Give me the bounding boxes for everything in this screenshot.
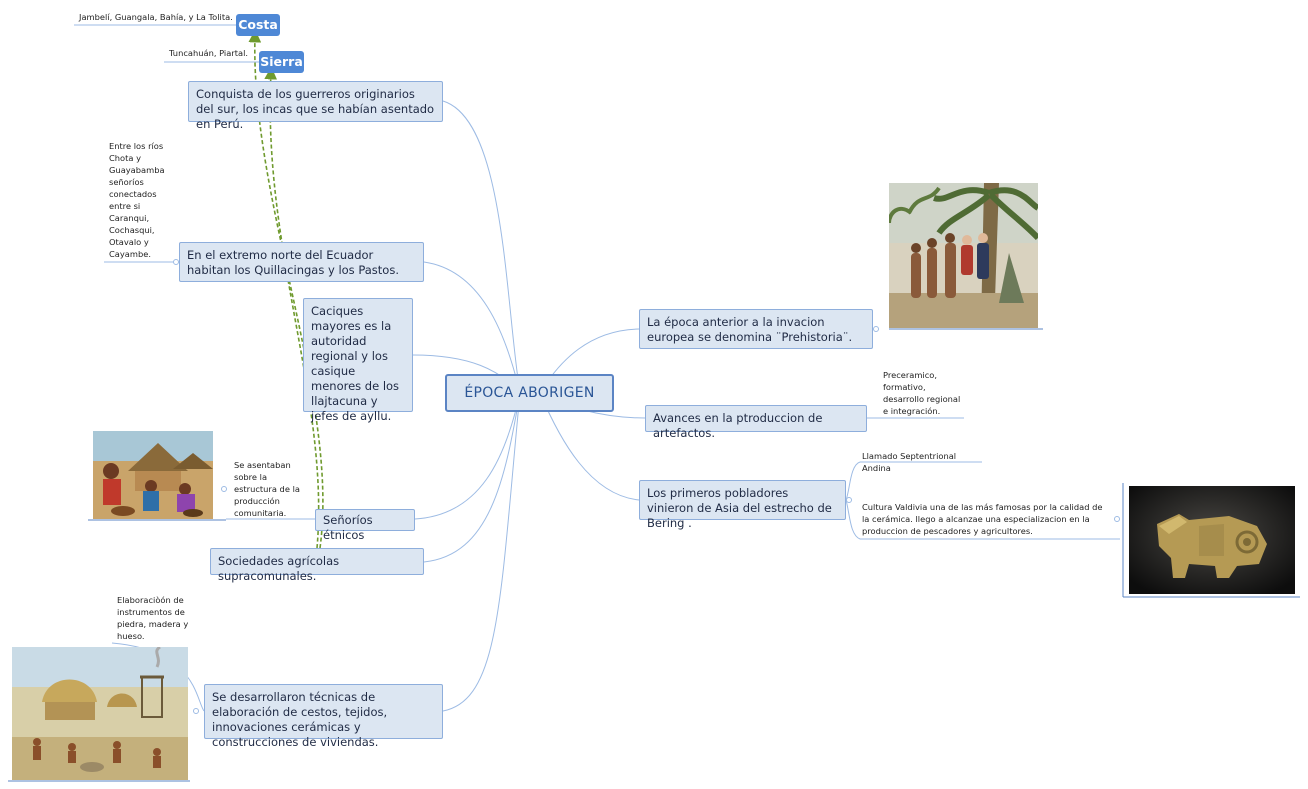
topic-pobladores[interactable]: Los primeros pobladores vinieron de Asia… — [639, 480, 846, 530]
topic-tecnicas[interactable]: Se desarrollaron técnicas de elaboración… — [204, 684, 443, 749]
relationship-arrow-sierra — [264, 66, 320, 549]
connector-sociedades — [423, 392, 521, 563]
connector-senorios — [414, 392, 521, 520]
note-avances: Preceramico, formativo, desarrollo regio… — [883, 370, 961, 416]
note-septentrional: Llamado Septentrional Andina — [862, 451, 957, 473]
topic-norte[interactable]: En el extremo norte del Ecuador habitan … — [179, 242, 424, 282]
image-conquest-illustration — [889, 183, 1038, 328]
note-norte: Entre los ríos Chota y Guayabamba señorí… — [109, 141, 165, 259]
connector-pobladores-branch — [845, 461, 861, 540]
tag-sierra[interactable]: Sierra — [259, 51, 304, 73]
note-sierra: Tuncahuán, Piartal. — [169, 48, 249, 58]
tag-costa[interactable]: Costa — [236, 14, 280, 36]
image-valdivia-figurine — [1129, 486, 1295, 594]
topic-caciques[interactable]: Caciques mayores es la autoridad regiona… — [303, 298, 413, 423]
topic-prehistoria[interactable]: La época anterior a la invacion europea … — [639, 309, 873, 349]
image-village-painting — [93, 431, 213, 519]
connector-norte — [423, 261, 521, 394]
note-valdivia: Cultura Valdivia una de las más famosas … — [862, 502, 1103, 536]
topic-sociedades[interactable]: Sociedades agrícolas supracomunales. — [210, 548, 424, 583]
note-costa: Jambelí, Guangala, Bahía, y La Tolita. — [79, 12, 233, 22]
note-tecnicas: Elaboraciòón de instrumentos de piedra, … — [117, 595, 189, 641]
connector-tecnicas — [442, 392, 521, 712]
topic-avances[interactable]: Avances en la ptroduccion de artefactos. — [645, 405, 867, 440]
central-topic[interactable]: ÉPOCA ABORIGEN — [445, 374, 614, 412]
note-senorios: Se asentaban sobre la estructura de la p… — [234, 460, 300, 518]
topic-conquista[interactable]: Conquista de los guerreros originarios d… — [188, 81, 443, 131]
image-settlement-scene — [12, 647, 188, 780]
topic-senorios[interactable]: Señoríos étnicos — [315, 509, 415, 542]
connector-conquista — [442, 100, 521, 394]
